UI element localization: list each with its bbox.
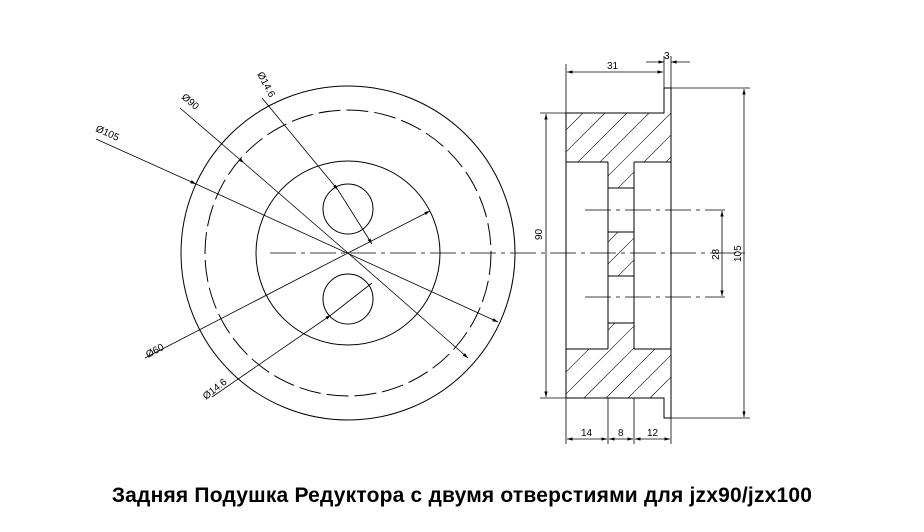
dim-hole-spacing: 28 bbox=[711, 248, 722, 260]
dim-bottom-2: 8 bbox=[618, 428, 624, 439]
dim-inner: Ø60 bbox=[144, 342, 166, 361]
leader-hole-bottom-ext bbox=[330, 282, 373, 316]
hatch-line bbox=[0, 0, 388, 500]
hatch-line bbox=[20, 0, 520, 500]
hatch-line bbox=[42, 0, 542, 500]
leader-bolt-far bbox=[347, 252, 469, 359]
hatch-line bbox=[566, 113, 671, 398]
leader-hole-top-inner bbox=[337, 189, 373, 245]
dim-flange: 3 bbox=[664, 51, 670, 62]
dim-bottom-1: 14 bbox=[581, 428, 593, 439]
leader-bolt-circle bbox=[179, 107, 245, 164]
hatch-line bbox=[566, 113, 671, 398]
leader-bolt-circle-ext bbox=[243, 162, 349, 254]
leader-hole-bottom bbox=[211, 314, 332, 398]
leader-inner-ext bbox=[347, 210, 431, 254]
hatch-line bbox=[64, 0, 564, 500]
hatch-line bbox=[566, 113, 671, 398]
drawing-caption: Задняя Подушка Редуктора с двумя отверст… bbox=[111, 484, 813, 507]
dim-outer: Ø105 bbox=[94, 124, 121, 144]
hatch-line bbox=[591, 113, 671, 398]
hatch-line bbox=[613, 113, 671, 398]
leader-hole-top bbox=[261, 97, 339, 191]
hatch-line bbox=[566, 113, 671, 398]
hatch-line bbox=[569, 113, 671, 398]
hatch-line bbox=[566, 113, 671, 398]
dim-bottom-3: 12 bbox=[647, 428, 659, 439]
hatch-line bbox=[0, 0, 344, 500]
section-hatching bbox=[0, 0, 671, 500]
hatch-line bbox=[0, 0, 476, 500]
hatch-line bbox=[566, 113, 671, 398]
hatch-line bbox=[566, 113, 609, 398]
hatch-line bbox=[566, 113, 671, 398]
dim-height-inner: 90 bbox=[534, 228, 545, 240]
hatch-line bbox=[566, 113, 671, 398]
hatch-line bbox=[657, 113, 671, 398]
front-view: Ø14.6 Ø90 Ø105 Ø60 Ø14.6 bbox=[94, 70, 745, 421]
hatch-line bbox=[566, 113, 671, 398]
leader-inner bbox=[144, 252, 349, 359]
hatch-line bbox=[635, 113, 671, 398]
section-view: 31 3 90 105 28 14 8 12 bbox=[0, 0, 750, 500]
hatch-line bbox=[0, 0, 498, 500]
hole-top bbox=[322, 183, 374, 235]
dim-top-width: 31 bbox=[607, 61, 619, 72]
hatch-line bbox=[566, 113, 671, 398]
hatch-line bbox=[566, 113, 653, 398]
dim-hole-bottom: Ø14.6 bbox=[201, 377, 230, 403]
dim-hole-top: Ø14.6 bbox=[254, 70, 277, 100]
leader-outer-ext bbox=[195, 183, 499, 323]
hatch-line bbox=[566, 113, 671, 398]
hatch-line bbox=[0, 0, 322, 500]
hatch-line bbox=[0, 0, 366, 500]
dim-height-outer: 105 bbox=[733, 245, 744, 262]
hatch-line bbox=[566, 113, 671, 398]
hatch-line bbox=[0, 0, 454, 500]
hatch-line bbox=[566, 113, 671, 398]
leader-outer bbox=[95, 138, 197, 185]
hole-bottom bbox=[322, 273, 374, 325]
hatch-line bbox=[0, 0, 432, 500]
hatch-line bbox=[566, 113, 671, 398]
hatch-line bbox=[566, 113, 587, 398]
hatch-line bbox=[566, 113, 671, 398]
hatch-line bbox=[566, 113, 671, 398]
